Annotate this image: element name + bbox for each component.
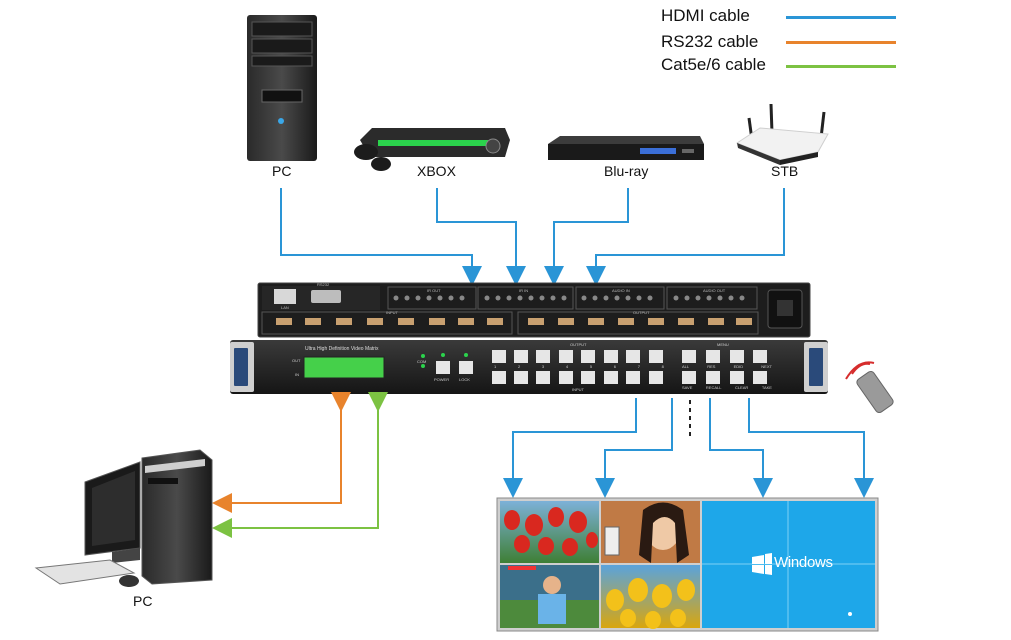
source-label-bluray: Blu-ray bbox=[604, 163, 649, 179]
xbox-console-icon bbox=[354, 128, 510, 171]
rear-audio-in-label: AUDIO IN bbox=[612, 288, 630, 293]
matrix-input-label: INPUT bbox=[572, 387, 584, 392]
menu-save-label: SAVE bbox=[682, 385, 693, 390]
more-outputs-dots bbox=[689, 400, 691, 436]
channel-7-label: 7 bbox=[637, 364, 640, 369]
power-button bbox=[436, 361, 450, 374]
control-pc-icon bbox=[34, 449, 213, 587]
tile-windows bbox=[702, 501, 875, 628]
cat-cable bbox=[212, 392, 388, 538]
source-label-pc: PC bbox=[272, 163, 292, 179]
rear-ir-in-label: IR IN bbox=[519, 288, 529, 293]
legend-cat-line bbox=[786, 65, 896, 68]
matrix-out-label: OUT bbox=[292, 358, 301, 363]
hdmi-output-3 bbox=[709, 398, 773, 498]
menu-edid-label: EDID bbox=[733, 364, 744, 369]
hdmi-bluray-cable bbox=[544, 188, 629, 286]
tile-yellow-tulips bbox=[601, 565, 700, 629]
lock-label: LOCK bbox=[459, 377, 470, 382]
matrix-output-label: OUTPUT bbox=[570, 342, 587, 347]
hdmi-xbox-cable bbox=[436, 188, 526, 286]
menu-next-label: NEXT bbox=[761, 364, 772, 369]
hdmi-stb-cable bbox=[586, 188, 785, 286]
bluray-player-icon bbox=[548, 136, 704, 160]
power-label: POWER bbox=[434, 377, 450, 382]
hdmi-output-1 bbox=[503, 398, 637, 498]
menu-res-label: RES bbox=[707, 364, 716, 369]
menu-take-label: TAKE bbox=[761, 385, 772, 390]
matrix-in-label: IN bbox=[295, 372, 299, 377]
rear-audio-out-label: AUDIO OUT bbox=[703, 288, 726, 293]
control-pc-label: PC bbox=[133, 593, 153, 609]
stb-router-icon bbox=[735, 103, 829, 165]
channel-4-label: 4 bbox=[565, 364, 569, 369]
matrix-title: Ultra High Definition Video Matrix bbox=[305, 346, 379, 352]
pc-tower-icon bbox=[247, 15, 317, 161]
legend-rs232-label: RS232 cable bbox=[661, 32, 759, 51]
channel-5-label: 5 bbox=[589, 364, 593, 369]
rear-output-label: OUTPUT bbox=[633, 310, 650, 315]
channel-button-grid bbox=[492, 350, 663, 384]
tile-soccer bbox=[500, 565, 599, 628]
channel-1-label: 1 bbox=[494, 364, 497, 369]
hdmi-pc-cable bbox=[280, 188, 482, 286]
rear-lan-label: LAN bbox=[281, 305, 289, 310]
channel-6-label: 6 bbox=[613, 364, 616, 369]
matrix-front-panel bbox=[230, 340, 828, 394]
matrix-com-label: COM bbox=[417, 359, 427, 364]
windows-text: Windows bbox=[774, 554, 833, 571]
tile-portrait bbox=[601, 501, 700, 563]
rear-input-label: INPUT bbox=[386, 310, 398, 315]
lock-button bbox=[459, 361, 473, 374]
matrix-rear-panel bbox=[257, 282, 811, 338]
rear-rs232-label: RS232 bbox=[317, 282, 330, 287]
legend-hdmi-label: HDMI cable bbox=[661, 6, 750, 25]
channel-2-label: 2 bbox=[517, 364, 521, 369]
menu-bottom-labels: SAVE RECALL CLEAR TAKE bbox=[682, 385, 772, 390]
source-label-stb: STB bbox=[771, 163, 799, 179]
menu-all-label: ALL bbox=[682, 364, 690, 369]
menu-clear-label: CLEAR bbox=[734, 385, 749, 390]
rs232-cable bbox=[212, 392, 351, 513]
hdmi-output-2 bbox=[595, 398, 673, 498]
legend-cat-label: Cat5e/6 cable bbox=[661, 55, 766, 74]
channel-number-labels: 1 2 3 4 5 6 7 8 bbox=[494, 364, 664, 369]
matrix-lcd-display bbox=[303, 356, 385, 379]
hdmi-output-4 bbox=[748, 398, 874, 498]
rear-ir-out-label: IR OUT bbox=[427, 288, 441, 293]
menu-top-labels: ALL RES EDID NEXT bbox=[682, 364, 772, 369]
channel-3-label: 3 bbox=[541, 364, 545, 369]
source-label-xbox: XBOX bbox=[417, 163, 456, 179]
tile-red-tulips bbox=[500, 501, 599, 563]
ir-remote-icon bbox=[845, 361, 894, 414]
channel-8-label: 8 bbox=[661, 364, 664, 369]
windows-logo-icon bbox=[752, 553, 772, 575]
legend-rs232-line bbox=[786, 41, 896, 44]
video-wall bbox=[496, 497, 879, 632]
menu-button-grid bbox=[682, 350, 767, 384]
menu-recall-label: RECALL bbox=[705, 385, 722, 390]
matrix-menu-label: MENU bbox=[717, 342, 729, 347]
legend-hdmi-line bbox=[786, 16, 896, 19]
